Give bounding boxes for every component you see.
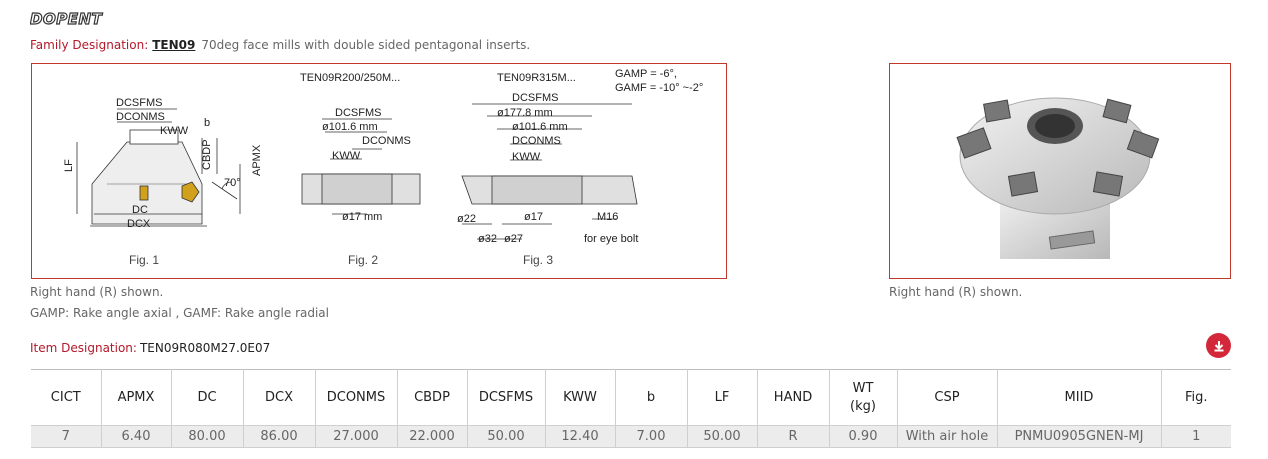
label-eye-bolt: for eye bolt xyxy=(584,233,638,245)
table-cell: 1 xyxy=(1160,425,1231,448)
table-cell: 50.00 xyxy=(686,425,758,448)
gamf-text: GAMF = -10° ~-2° xyxy=(615,82,703,94)
family-designation: Family Designation:TEN09 70deg face mills… xyxy=(30,38,530,52)
label-dcx: DCX xyxy=(127,218,151,230)
header-cell: HAND xyxy=(756,369,830,426)
technical-drawing: DCSFMS DCONMS KWW b LF CBDP APMX 70° DC … xyxy=(63,68,703,267)
label-d32: ø32 xyxy=(478,233,497,245)
label-d27: ø27 xyxy=(504,233,523,245)
label-d17mm: ø17 mm xyxy=(342,211,382,223)
label-dcsfms-1: DCSFMS xyxy=(116,97,162,109)
header-cell: Fig. xyxy=(1160,369,1231,426)
label-d1016-3: ø101.6 mm xyxy=(512,121,568,133)
label-angle: 70° xyxy=(224,177,241,189)
label-cbdp: CBDP xyxy=(201,139,213,170)
family-code-link[interactable]: TEN09 xyxy=(152,38,196,52)
header-cell: KWW xyxy=(544,369,616,426)
label-kww-3: KWW xyxy=(512,151,541,163)
label-d17: ø17 xyxy=(524,211,543,223)
header-cell: DCONMS xyxy=(314,369,398,426)
header-cell: DCX xyxy=(242,369,316,426)
fig3-caption: Fig. 3 xyxy=(523,253,553,267)
label-dcsfms-3: DCSFMS xyxy=(512,92,558,104)
label-kww-2: KWW xyxy=(332,150,361,162)
fig2-title: TEN09R200/250M... xyxy=(300,72,400,84)
fig2-caption: Fig. 2 xyxy=(348,253,378,267)
item-value: TEN09R080M27.0E07 xyxy=(139,341,271,355)
label-d1016-2: ø101.6 mm xyxy=(322,121,378,133)
table-cell: 0.90 xyxy=(828,425,898,448)
label-dc: DC xyxy=(132,204,148,216)
technical-drawing-panel: DCSFMS DCONMS KWW b LF CBDP APMX 70° DC … xyxy=(31,63,727,279)
label-dcsfms-2: DCSFMS xyxy=(335,107,381,119)
family-label: Family Designation: xyxy=(30,38,149,52)
header-cell: CICT xyxy=(31,369,102,426)
product-photo-panel xyxy=(889,63,1231,279)
svg-text:DOPENT: DOPENT xyxy=(30,10,103,28)
item-label: Item Designation: xyxy=(30,341,137,355)
table-cell: 12.40 xyxy=(544,425,616,448)
table-row: 7 6.40 80.00 86.00 27.000 22.000 50.00 1… xyxy=(31,425,1231,448)
label-b: b xyxy=(204,117,210,129)
wt-label: WT xyxy=(852,380,874,396)
note-right-hand-right: Right hand (R) shown. xyxy=(889,285,1023,299)
header-cell: DC xyxy=(170,369,244,426)
header-cell: APMX xyxy=(100,369,172,426)
fig3-title: TEN09R315M... xyxy=(497,72,576,84)
table-cell: 86.00 xyxy=(242,425,316,448)
header-cell: LF xyxy=(686,369,758,426)
table-cell: 7 xyxy=(31,425,102,448)
wt-unit: (kg) xyxy=(850,398,876,414)
table-cell: 22.000 xyxy=(396,425,468,448)
label-dconms-2: DCONMS xyxy=(362,135,411,147)
header-cell: CBDP xyxy=(396,369,468,426)
table-cell: 27.000 xyxy=(314,425,398,448)
table-cell: 6.40 xyxy=(100,425,172,448)
label-d1778: ø177.8 mm xyxy=(497,107,553,119)
table-cell: R xyxy=(756,425,830,448)
header-cell: b xyxy=(614,369,688,426)
label-apmx: APMX xyxy=(251,144,263,176)
note-right-hand-left: Right hand (R) shown. xyxy=(30,285,164,299)
label-lf: LF xyxy=(63,159,75,172)
gamp-text: GAMP = -6°, xyxy=(615,68,677,80)
header-cell-wt: WT (kg) xyxy=(828,369,898,426)
download-icon xyxy=(1214,340,1223,351)
label-dconms-3: DCONMS xyxy=(512,135,561,147)
brand-logo: DOPENT xyxy=(30,10,130,28)
label-kww-1: KWW xyxy=(160,125,189,137)
label-m16: M16 xyxy=(597,211,618,223)
label-dconms-1: DCONMS xyxy=(116,111,165,123)
table-cell: With air hole xyxy=(896,425,998,448)
table-cell: 50.00 xyxy=(466,425,546,448)
item-designation: Item Designation:TEN09R080M27.0E07 xyxy=(30,341,270,355)
table-header-row: CICT APMX DC DCX DCONMS CBDP DCSFMS KWW … xyxy=(31,369,1231,426)
item-spec-table: CICT APMX DC DCX DCONMS CBDP DCSFMS KWW … xyxy=(31,369,1231,448)
download-button[interactable] xyxy=(1206,333,1231,358)
table-cell: 7.00 xyxy=(614,425,688,448)
header-cell: MIID xyxy=(996,369,1162,426)
fig1-caption: Fig. 1 xyxy=(129,253,159,267)
table-cell: PNMU0905GNEN-MJ xyxy=(996,425,1162,448)
label-d22: ø22 xyxy=(457,213,476,225)
header-cell: CSP xyxy=(896,369,998,426)
header-cell: DCSFMS xyxy=(466,369,546,426)
table-cell: 80.00 xyxy=(170,425,244,448)
family-description: 70deg face mills with double sided penta… xyxy=(201,38,531,52)
note-rake-angle: GAMP: Rake angle axial , GAMF: Rake angl… xyxy=(30,306,329,320)
face-mill-image xyxy=(956,97,1160,259)
